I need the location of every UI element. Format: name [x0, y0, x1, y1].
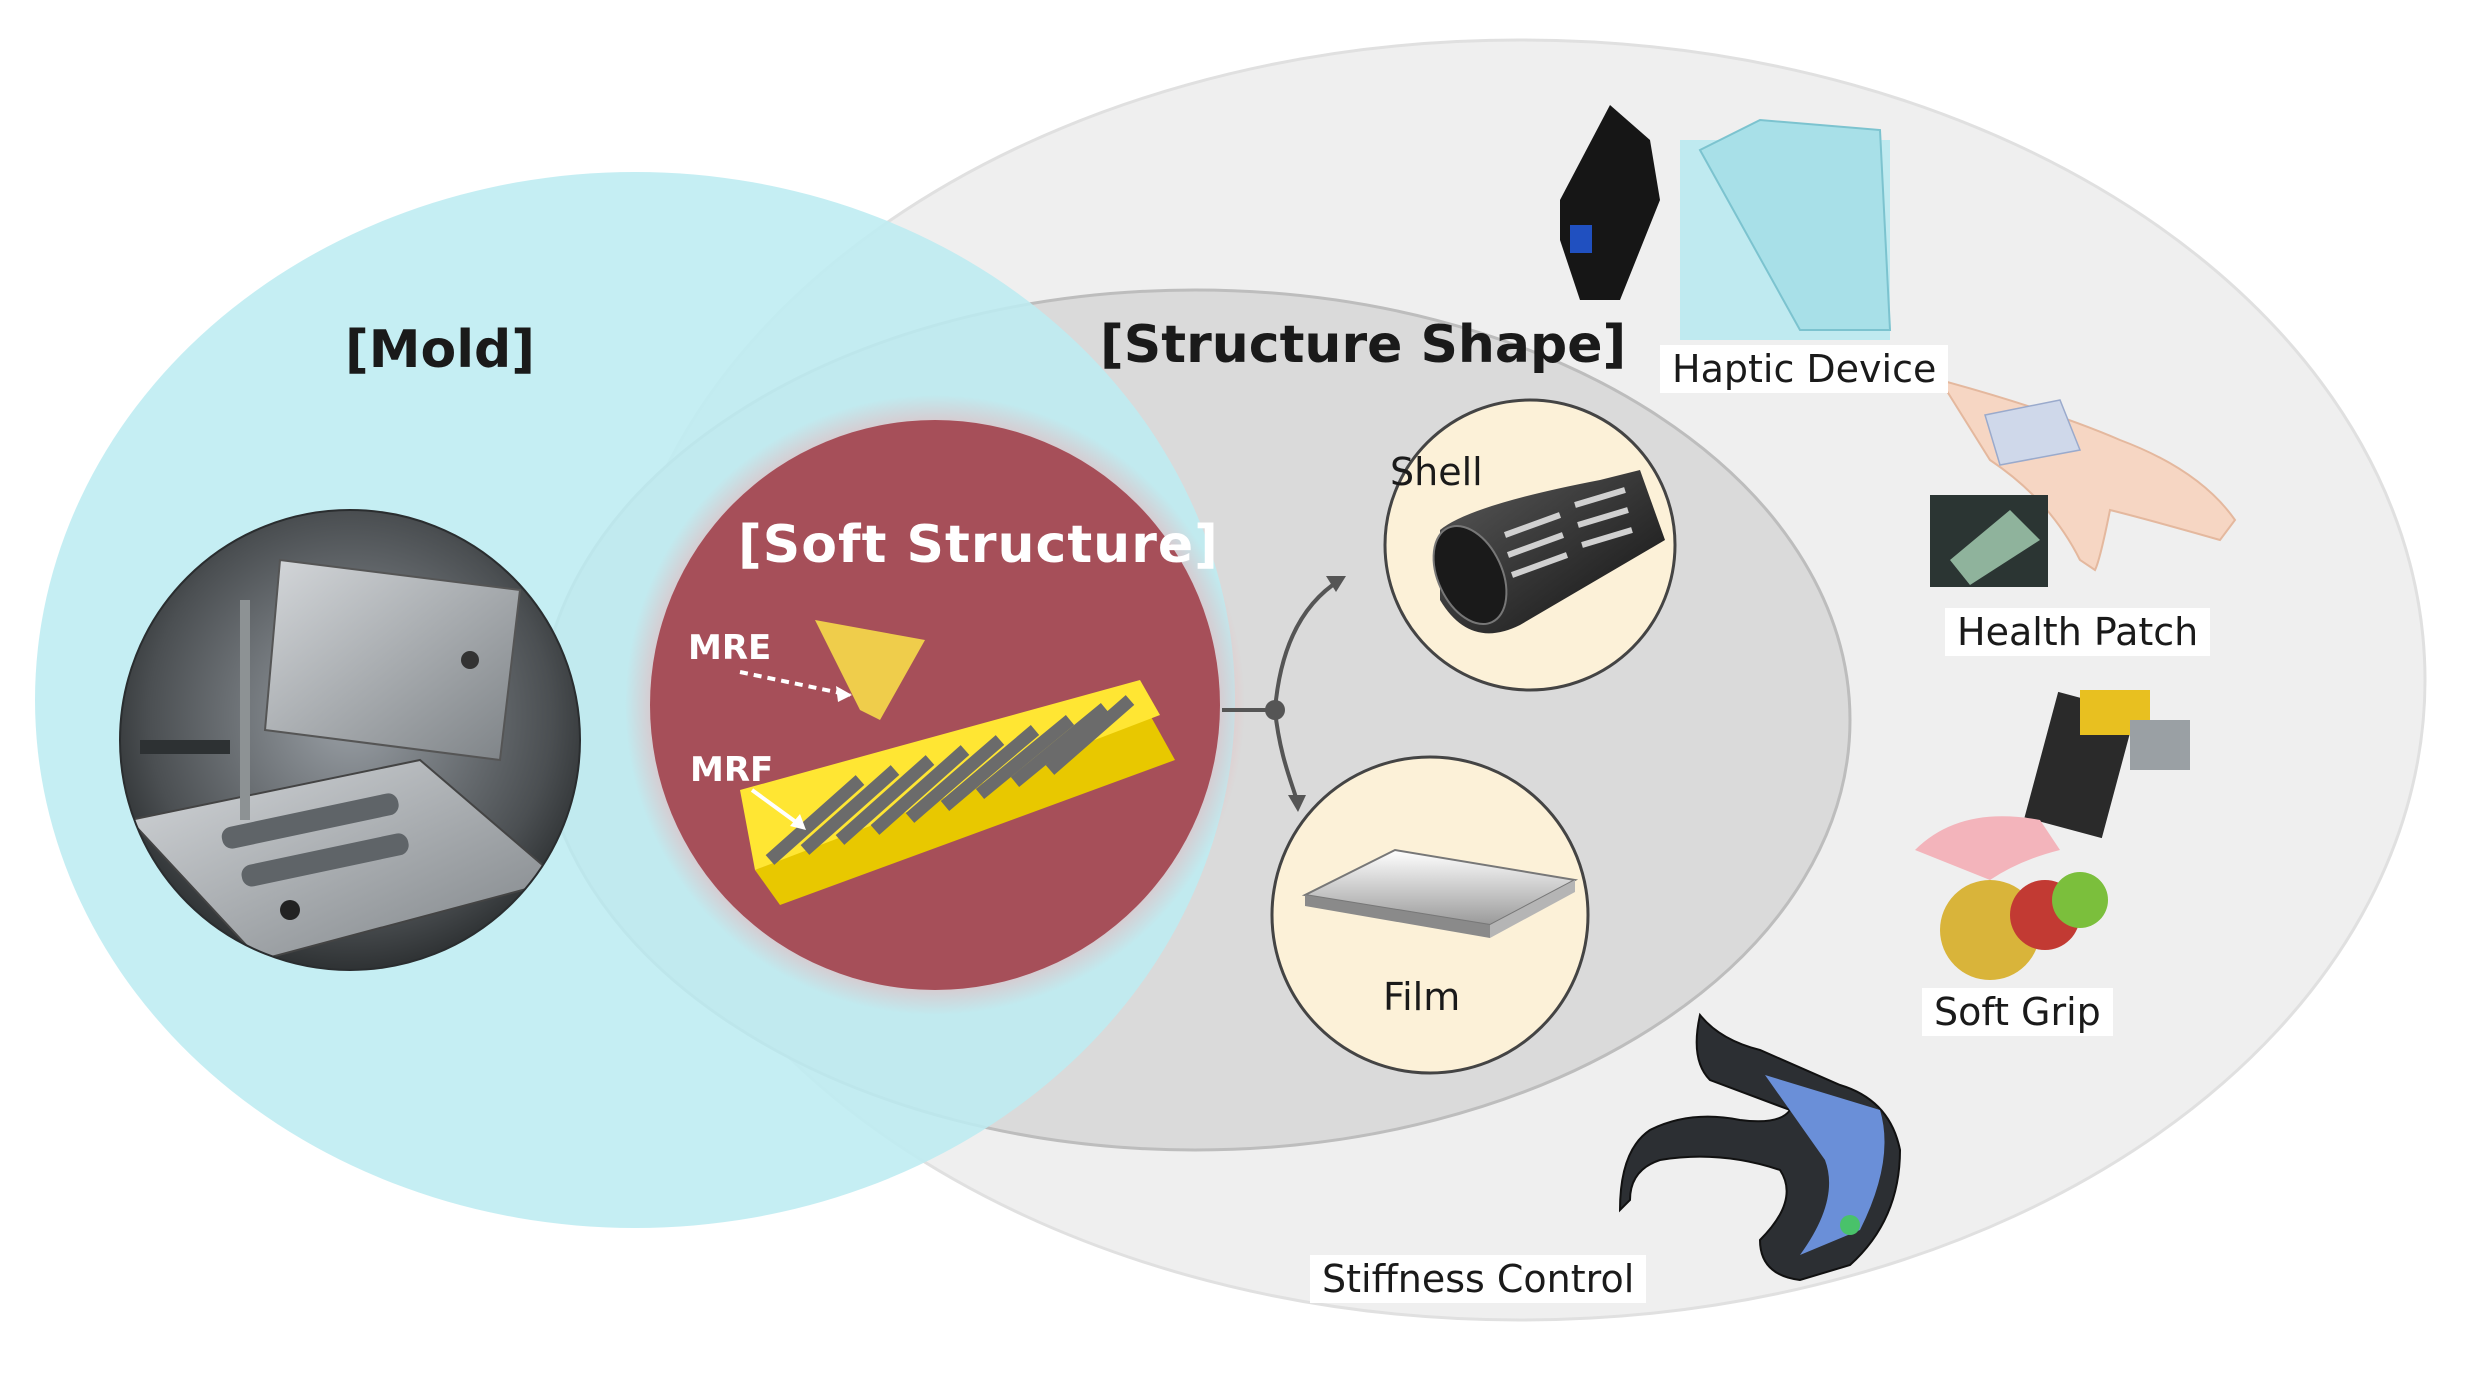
soft-structure-title: [Soft Structure]: [738, 515, 1219, 575]
haptic-device-label: Haptic Device: [1660, 345, 1949, 393]
shell-label: Shell: [1390, 450, 1483, 494]
mold-title: [Mold]: [345, 320, 536, 380]
stiffness-control-image: [1618, 1012, 1902, 1282]
health-patch-label: Health Patch: [1945, 608, 2211, 656]
film-label: Film: [1383, 975, 1461, 1019]
structure-shape-title: [Structure Shape]: [1100, 315, 1627, 375]
mre-arrow: [739, 670, 851, 697]
mre-label: MRE: [688, 628, 772, 668]
film-image: [1301, 848, 1579, 938]
mrf-arrow: [750, 788, 802, 827]
stiffness-control-label: Stiffness Control: [1310, 1255, 1647, 1303]
shell-image: [1432, 470, 1665, 634]
soft-grip-image: [1915, 690, 2190, 980]
soft-grip-label: Soft Grip: [1922, 988, 2113, 1036]
mre-flap: [815, 620, 925, 720]
mrf-specimen: [740, 620, 1175, 905]
health-patch-image: [1930, 378, 2237, 587]
mold-photo: [120, 510, 580, 970]
mrf-label: MRF: [690, 750, 774, 790]
haptic-device-image: [1560, 105, 1892, 340]
